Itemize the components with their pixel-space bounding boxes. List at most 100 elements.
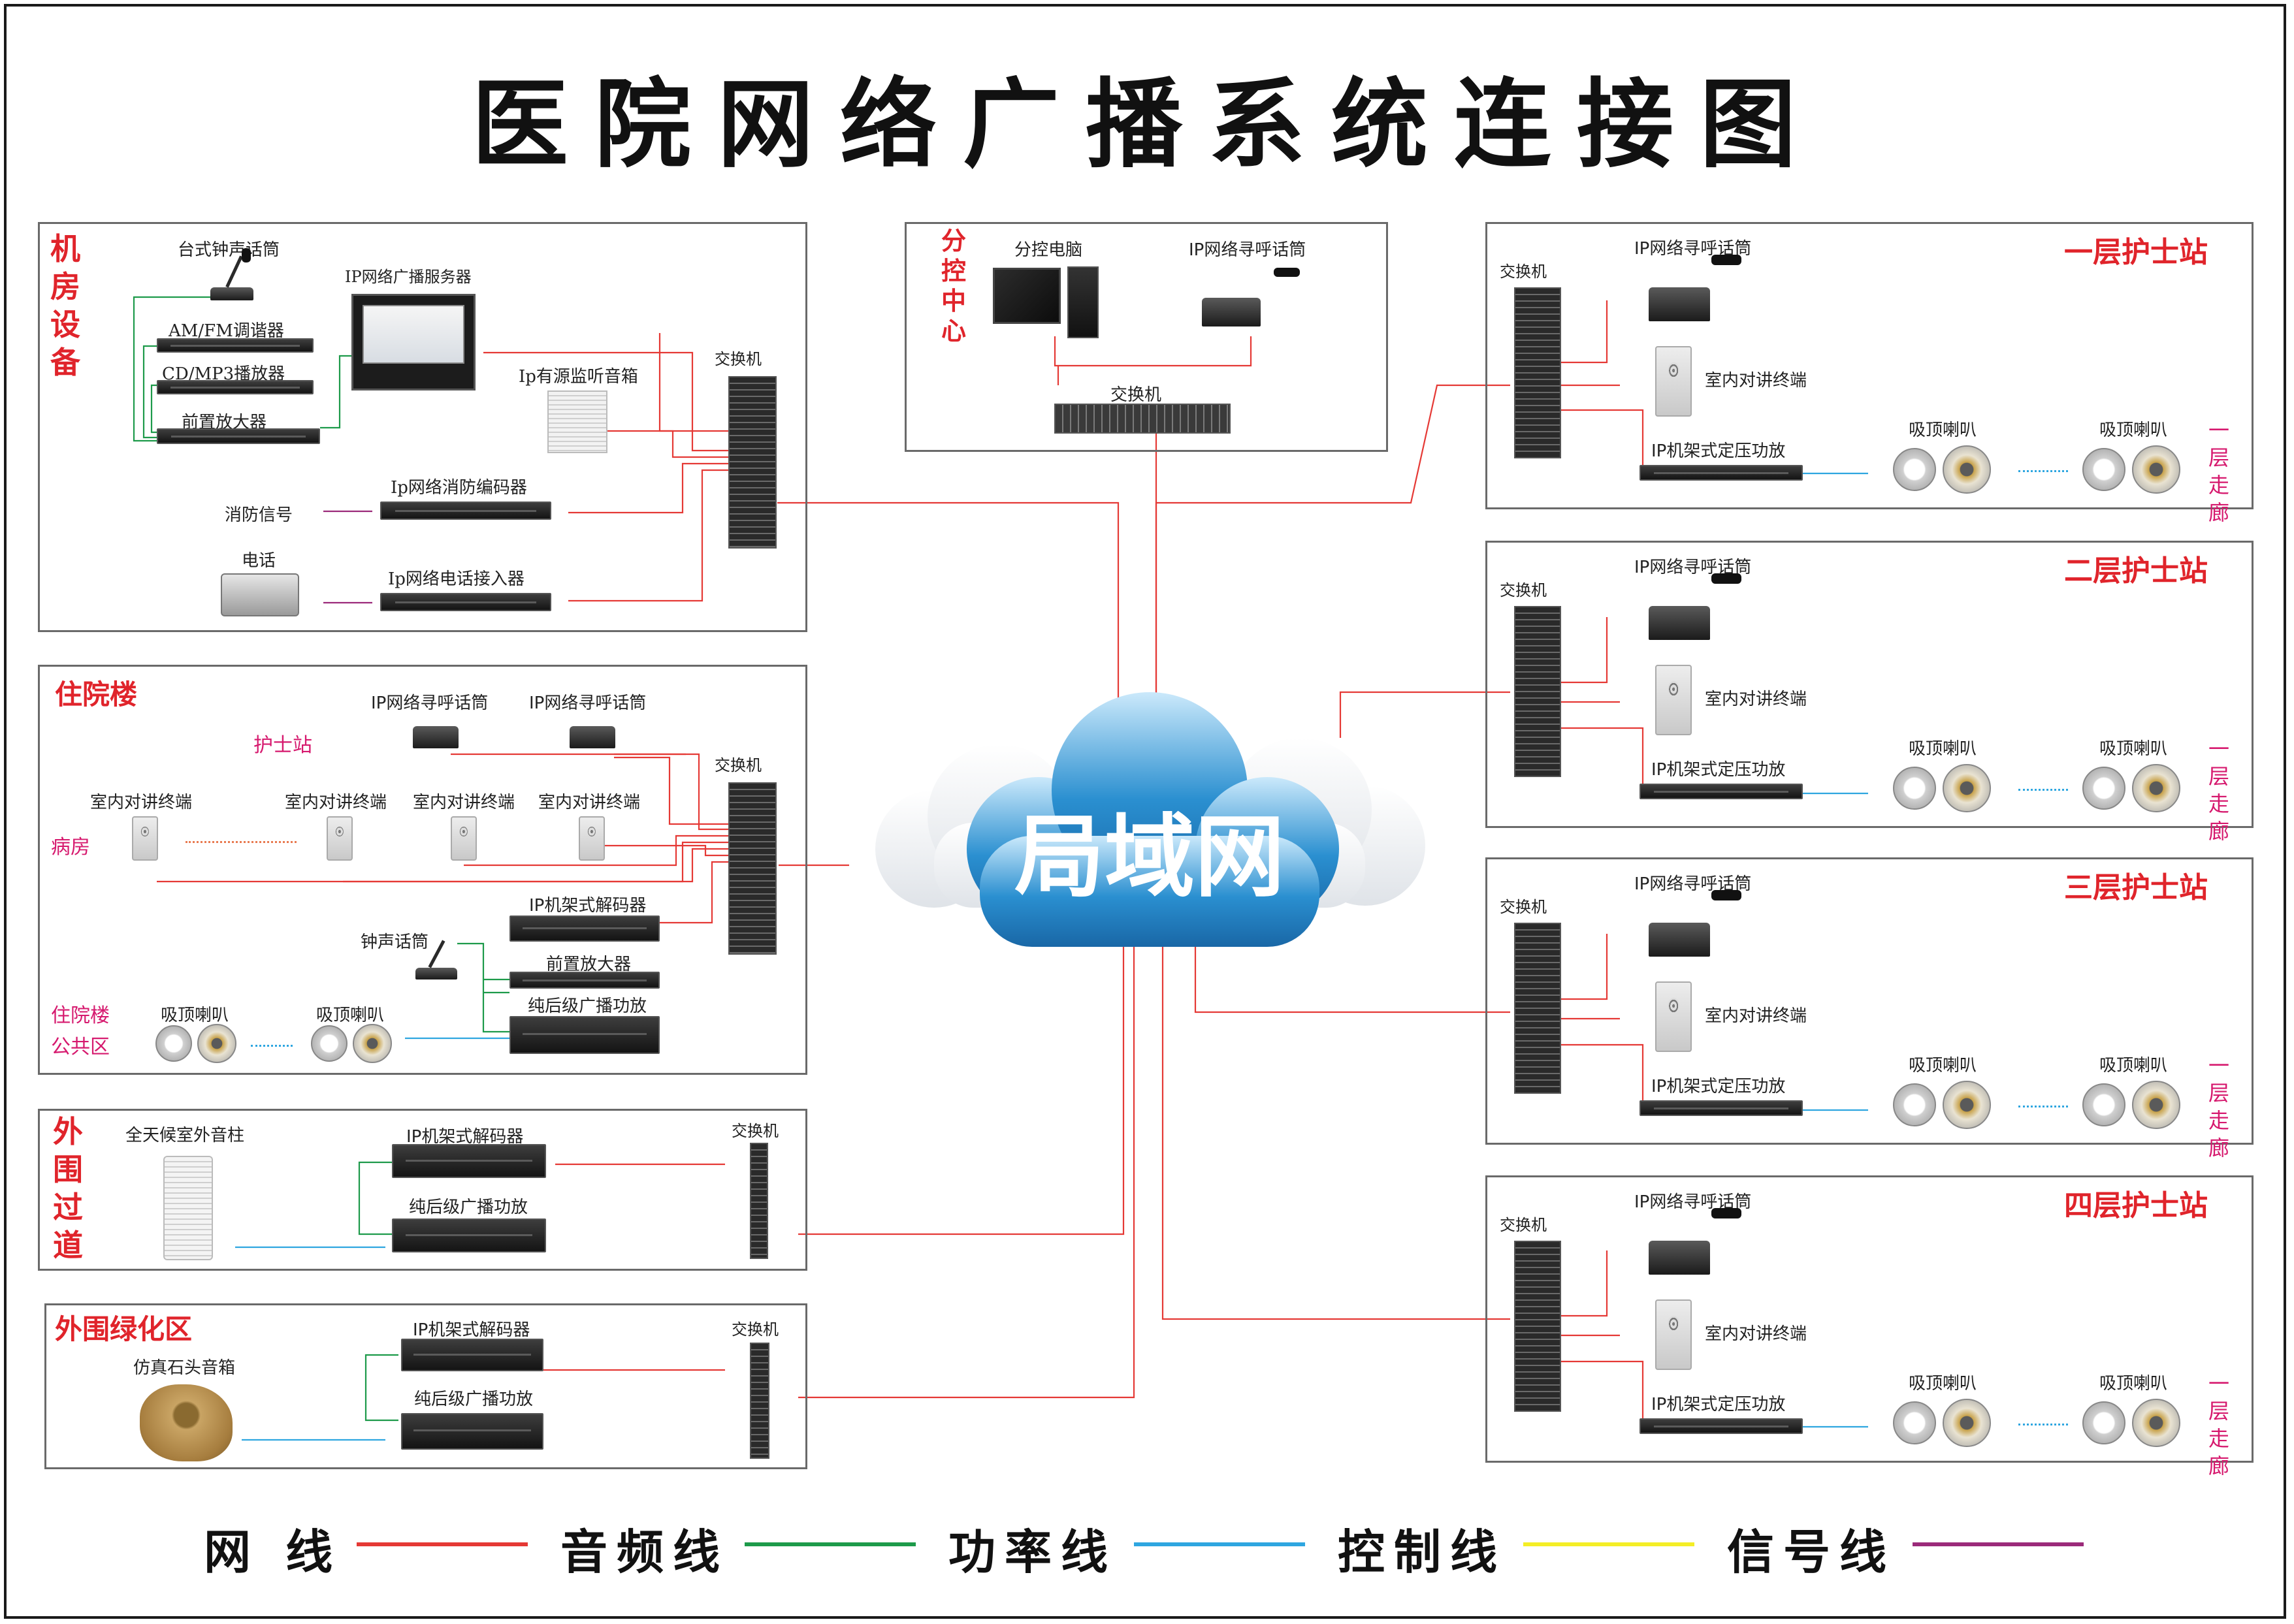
floor-4-mic-icon (1649, 1241, 1710, 1275)
floor-1-corridor-label: 一层走廊 (2208, 418, 2229, 525)
inpatient-switch-label: 交换机 (715, 756, 762, 774)
machine-switch-label: 交换机 (715, 350, 762, 368)
inpatient-preamp-icon (509, 972, 660, 989)
floor-4-speaker-1-icon (1893, 1401, 1936, 1444)
floor-1-speaker-2b-icon (2132, 445, 2180, 494)
rock-speaker-label: 仿真石头音箱 (133, 1358, 236, 1378)
floor-4-speaker-2-label: 吸顶喇叭 (2099, 1374, 2168, 1393)
floor-3-speaker-1-icon (1893, 1083, 1936, 1126)
legend-power-label: 功率线 (948, 1525, 1118, 1580)
machine-switch-icon (728, 376, 777, 549)
floor-3-mic-icon (1649, 923, 1710, 957)
floor-2-speaker-2-icon (2082, 767, 2125, 810)
cd-player-icon (157, 380, 314, 394)
floor-4-terminal-icon (1655, 1299, 1692, 1370)
legend-network-label: 网 线 (204, 1525, 342, 1580)
fire-encoder-label: Ip网络消防编码器 (391, 478, 527, 498)
signal-cables (323, 510, 372, 604)
ward-terminal-2-icon (327, 816, 353, 861)
floor-3-switch-icon (1514, 923, 1561, 1094)
tuner-label: AM/FM调谐器 (169, 321, 284, 341)
panel-inpatient (38, 665, 807, 1075)
floor-3-switch-label: 交换机 (1500, 898, 1547, 916)
floor-3-speaker-1-label: 吸顶喇叭 (1909, 1056, 1977, 1075)
floor-4-switch-label: 交换机 (1500, 1216, 1547, 1234)
inpatient-speaker-1b-icon (197, 1024, 236, 1063)
floor-1-switch-label: 交换机 (1500, 263, 1547, 281)
floor-2-switch-label: 交换机 (1500, 581, 1547, 599)
phone-gateway-label: Ip网络电话接入器 (388, 569, 525, 589)
desk-mic-label: 台式钟声话筒 (178, 240, 280, 260)
floor-3-speaker-2-label: 吸顶喇叭 (2099, 1056, 2168, 1075)
floor-2-terminal-label: 室内对讲终端 (1705, 690, 1807, 709)
floor-2-corridor-label: 一层走廊 (2208, 737, 2229, 844)
floor-1-amp-label: IP机架式定压功放 (1651, 441, 1786, 461)
legend-network-line (357, 1542, 528, 1546)
floor-1-speaker-1b-icon (1943, 445, 1991, 494)
server-label: IP网络广播服务器 (345, 268, 472, 286)
phone-label: 电话 (242, 551, 276, 571)
public-area-label-1: 住院楼 (51, 1004, 110, 1027)
floor-2-amp-label: IP机架式定压功放 (1651, 760, 1786, 780)
ward-terminal-1-icon (132, 816, 158, 861)
control-switch-icon (1054, 404, 1231, 434)
terminal-2-label: 室内对讲终端 (285, 793, 387, 812)
inpatient-speaker-ellipsis (251, 1045, 293, 1047)
green-switch-label: 交换机 (732, 1320, 779, 1339)
public-area-label-2: 公共区 (51, 1036, 110, 1059)
perimeter-switch-icon (750, 1143, 768, 1259)
floor-4-amp-label: IP机架式定压功放 (1651, 1395, 1786, 1414)
phone-gateway-icon (380, 593, 551, 611)
ward-label: 病房 (51, 836, 90, 859)
floor-2-speaker-1-icon (1893, 767, 1936, 810)
audio-cables (133, 296, 509, 1422)
control-mic-icon (1202, 298, 1261, 326)
legend-audio-line (745, 1542, 916, 1546)
inpatient-switch-icon (728, 782, 777, 955)
control-switch-label: 交换机 (1110, 385, 1162, 405)
floor-2-speaker-2-label: 吸顶喇叭 (2099, 739, 2168, 759)
machine-room-heading: 机房设备 (50, 231, 80, 380)
perimeter-decoder-icon (392, 1144, 546, 1178)
inpatient-mic-1-icon (413, 726, 459, 748)
floor-2-speaker-2b-icon (2132, 764, 2180, 812)
perimeter-heading: 外围过道 (53, 1114, 83, 1263)
floor-1-speaker-2-icon (2082, 448, 2125, 491)
green-amp-label: 纯后级广播功放 (414, 1390, 534, 1409)
perimeter-amp-label: 纯后级广播功放 (409, 1198, 528, 1217)
perimeter-amp-icon (392, 1218, 546, 1252)
floor-1-speaker-2-label: 吸顶喇叭 (2099, 421, 2168, 440)
floor-1-speaker-ellipsis (2018, 470, 2068, 472)
floor-2-switch-icon (1514, 606, 1561, 777)
floor-3-corridor-label: 一层走廊 (2208, 1053, 2229, 1160)
terminal-1-label: 室内对讲终端 (90, 793, 193, 812)
lan-cloud: 局域网 (875, 692, 1425, 947)
floor-4-corridor-label: 一层走廊 (2208, 1371, 2229, 1478)
power-cables (235, 472, 1868, 1441)
floor-1-mic-icon (1649, 287, 1710, 321)
floor-3-speaker-ellipsis (2018, 1106, 2068, 1107)
inpatient-speaker-2b-icon (353, 1024, 392, 1063)
panel-perimeter (38, 1109, 807, 1271)
floor-2-heading: 二层护士站 (2064, 554, 2208, 588)
panel-floor-2 (1485, 541, 2254, 828)
floor-3-speaker-2-icon (2082, 1083, 2125, 1126)
tuner-icon (157, 338, 314, 353)
floor-4-speaker-1b-icon (1943, 1399, 1991, 1447)
panel-floor-3 (1485, 857, 2254, 1145)
inpatient-decoder-icon (509, 915, 660, 942)
panel-control-center (905, 222, 1388, 452)
floor-3-mic-head (1711, 890, 1741, 900)
control-mic-label: IP网络寻呼话筒 (1189, 240, 1306, 260)
terminal-3-label: 室内对讲终端 (413, 793, 515, 812)
network-cables (157, 300, 1644, 1428)
floor-1-mic-head (1711, 255, 1741, 265)
floor-4-speaker-2b-icon (2132, 1399, 2180, 1447)
green-area-heading: 外围绿化区 (55, 1313, 193, 1345)
floor-3-heading: 三层护士站 (2064, 871, 2208, 904)
floor-2-terminal-icon (1655, 665, 1692, 735)
green-switch-icon (750, 1343, 769, 1459)
floor-4-amp-icon (1640, 1418, 1803, 1434)
floor-2-speaker-1b-icon (1943, 764, 1991, 812)
